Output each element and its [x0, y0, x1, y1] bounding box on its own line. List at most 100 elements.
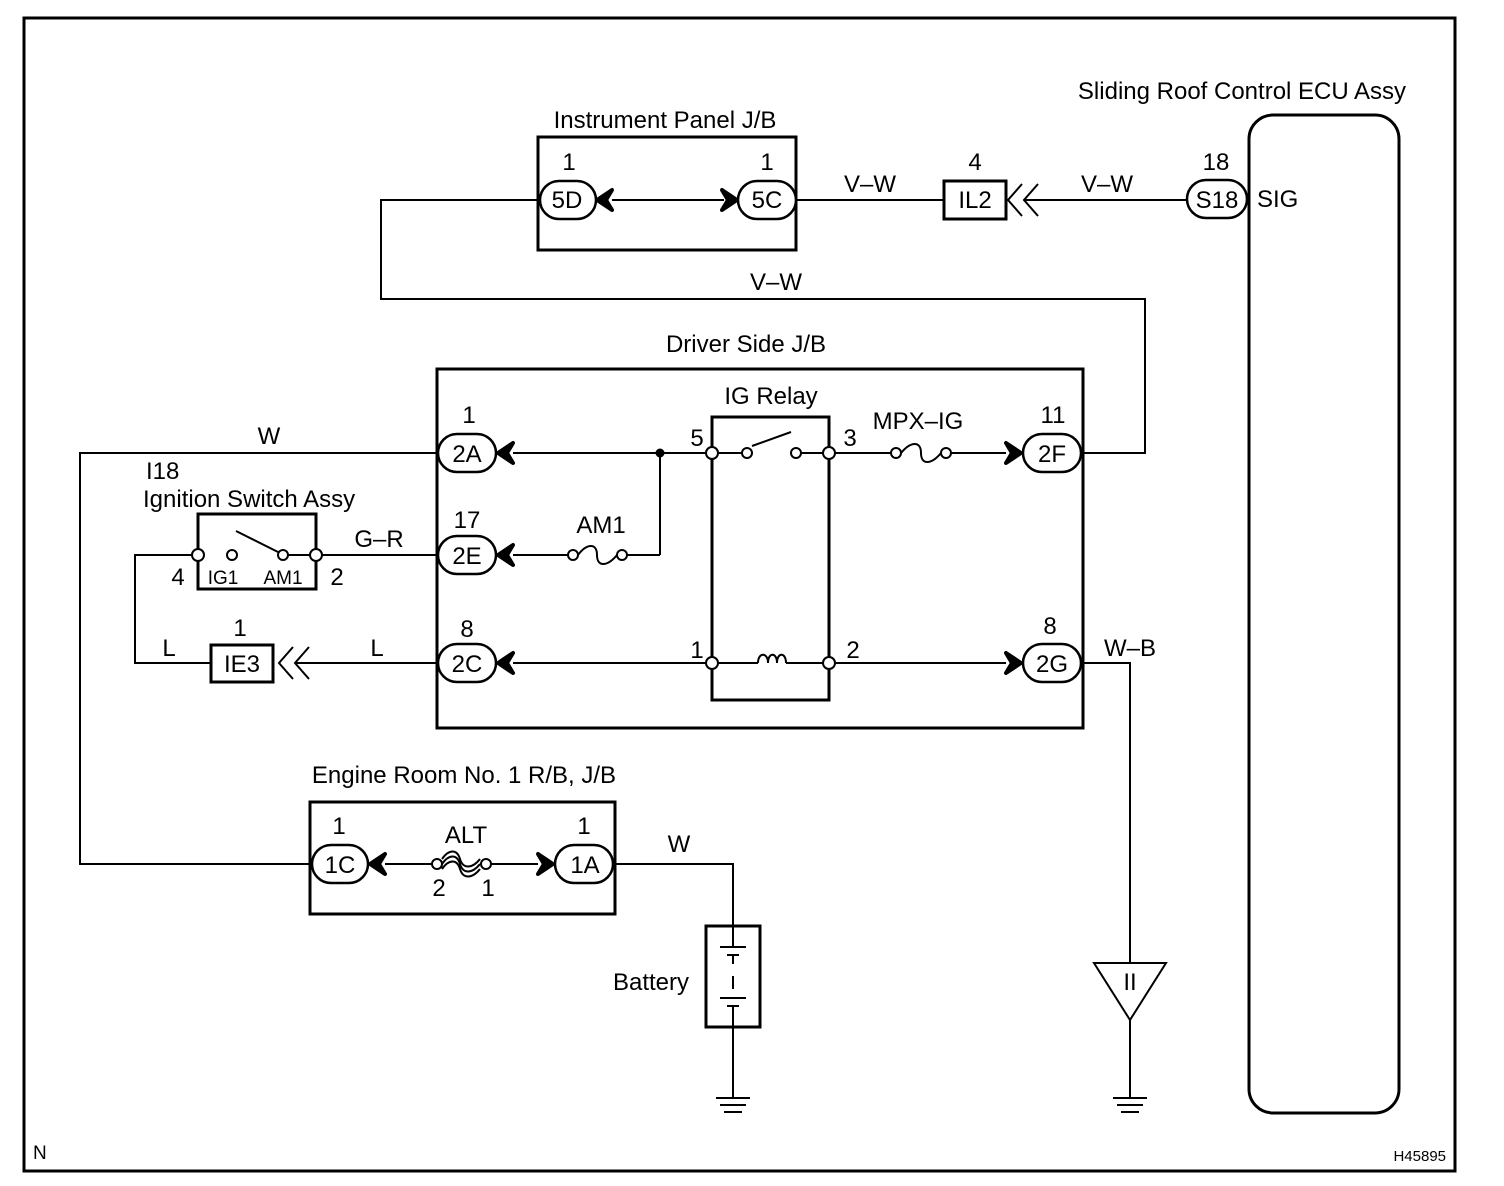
mpx-ig-fuse-icon [900, 443, 942, 463]
wire-1a-to-battery [613, 863, 734, 926]
am1-fuse-icon [577, 545, 618, 565]
ignition-am1-label: AM1 [263, 568, 302, 589]
ground-icon-battery [716, 1097, 750, 1113]
ignition-am1-contact [277, 549, 289, 561]
battery-label: Battery [613, 969, 689, 996]
ie3-chevron-1 [277, 646, 294, 680]
relay-box [710, 415, 831, 702]
ip-jb-5d-label: 5D [552, 187, 583, 214]
ecu-connector-label: S18 [1196, 187, 1239, 214]
relay-pin5-terminal [705, 446, 719, 460]
ignition-pin2-terminal [309, 548, 323, 562]
relay-pin1-label: 1 [690, 637, 703, 664]
c1c-label: 1C [325, 852, 356, 879]
diagram-frame [22, 16, 1457, 1173]
wire-label-w-battery: W [668, 831, 691, 858]
alt-fuse-terminal-right [480, 858, 492, 870]
c2f-label: 2F [1038, 441, 1066, 468]
wire-label-gr: G–R [354, 526, 403, 553]
il2-connector [942, 179, 1008, 221]
il2-label: IL2 [958, 187, 991, 214]
ecu-signal-label: SIG [1257, 186, 1298, 213]
wire-label-vw-mid: V–W [750, 269, 802, 296]
ip-jb-title: Instrument Panel J/B [554, 107, 777, 134]
alt-fuse-pin1-label: 1 [481, 875, 494, 902]
wire-label-w-left: W [258, 423, 281, 450]
ignition-code: I18 [146, 458, 179, 485]
driver-jb-box [435, 367, 1085, 730]
ecu-body [1247, 113, 1401, 1115]
am1-fuse-terminal-right [616, 549, 628, 561]
wire-label-wb: W–B [1104, 635, 1156, 662]
alt-fuse-label: ALT [445, 822, 488, 849]
ignition-ig1-contact [226, 549, 238, 561]
ie3-label: IE3 [224, 651, 260, 678]
engine-jb-title: Engine Room No. 1 R/B, J/B [312, 762, 616, 789]
relay-switch-blade [751, 431, 792, 447]
c1a-pin-number: 1 [577, 813, 590, 840]
c1a-arrow [536, 852, 555, 876]
c2g-label: 2G [1036, 651, 1068, 678]
c1c-pin-number: 1 [332, 813, 345, 840]
alt-fuse-terminal-left [431, 858, 443, 870]
c2f-arrow [1004, 441, 1023, 465]
ecu-title: Sliding Roof Control ECU Assy [1078, 78, 1406, 105]
mpx-ig-fuse-label: MPX–IG [873, 408, 964, 435]
c1a-label: 1A [570, 852, 599, 879]
ground-point-label: II [1123, 969, 1136, 996]
ignition-pin2-label: 2 [330, 564, 343, 591]
engine-jb-box [308, 800, 617, 916]
c2c-arrow [496, 651, 515, 675]
ip-jb-arrow-left [595, 188, 614, 212]
il2-chevron-1 [1006, 183, 1023, 217]
ie3-connector [209, 643, 275, 684]
ignition-title: Ignition Switch Assy [143, 486, 355, 513]
c2a-pin-number: 1 [462, 402, 475, 429]
wire-2a-to-1c [79, 452, 438, 865]
c2g-arrow [1004, 651, 1023, 675]
wire-ignition-to-ie3 [134, 554, 211, 664]
figure-code: H45895 [1393, 1148, 1446, 1165]
wire-label-l-left: L [162, 635, 175, 662]
ip-jb-5d-pin-number: 1 [562, 149, 575, 176]
alt-fuse-icon [441, 850, 481, 878]
mpx-ig-fuse-terminal-left [890, 447, 902, 459]
relay-pin3-label: 3 [843, 425, 856, 452]
c2c-label: 2C [452, 651, 483, 678]
relay-pin2-label: 2 [846, 637, 859, 664]
c2f-pin-number: 11 [1041, 402, 1066, 429]
ignition-switch-blade [235, 530, 281, 554]
ie3-pin-number: 1 [233, 615, 246, 642]
c2e-arrow [496, 543, 515, 567]
c2e-pin-number: 17 [454, 507, 481, 534]
ground-point-triangle [1092, 962, 1168, 1022]
il2-pin-number: 4 [968, 149, 981, 176]
corner-label-n: N [33, 1143, 47, 1164]
wire-5d-to-2f [380, 199, 1146, 454]
ecu-pin-number: 18 [1203, 149, 1230, 176]
c1c-arrow [368, 852, 387, 876]
relay-title: IG Relay [724, 383, 817, 410]
relay-pin3-terminal [822, 446, 836, 460]
mpx-ig-fuse-terminal-right [940, 447, 952, 459]
ignition-ig1-label: IG1 [208, 568, 239, 589]
wire-label-vw-right: V–W [1081, 171, 1133, 198]
battery-icon [720, 926, 746, 1027]
relay-coil-icon [757, 653, 787, 664]
ignition-pin4-label: 4 [171, 564, 184, 591]
wire-label-vw-left: V–W [844, 171, 896, 198]
c2a-label: 2A [452, 441, 481, 468]
ground-icon-right [1113, 1097, 1147, 1113]
relay-switch-contact-right [790, 447, 802, 459]
am1-fuse-label: AM1 [576, 512, 625, 539]
c2c-pin-number: 8 [460, 616, 473, 643]
c2g-pin-number: 8 [1043, 613, 1056, 640]
ip-jb-5c-label: 5C [752, 187, 783, 214]
ip-jb-arrow-right [720, 188, 739, 212]
alt-fuse-pin2-label: 2 [432, 875, 445, 902]
ip-jb-5c-pin-number: 1 [760, 149, 773, 176]
driver-jb-title: Driver Side J/B [666, 331, 826, 358]
ignition-pin4-terminal [191, 548, 205, 562]
am1-fuse-terminal-left [567, 549, 579, 561]
